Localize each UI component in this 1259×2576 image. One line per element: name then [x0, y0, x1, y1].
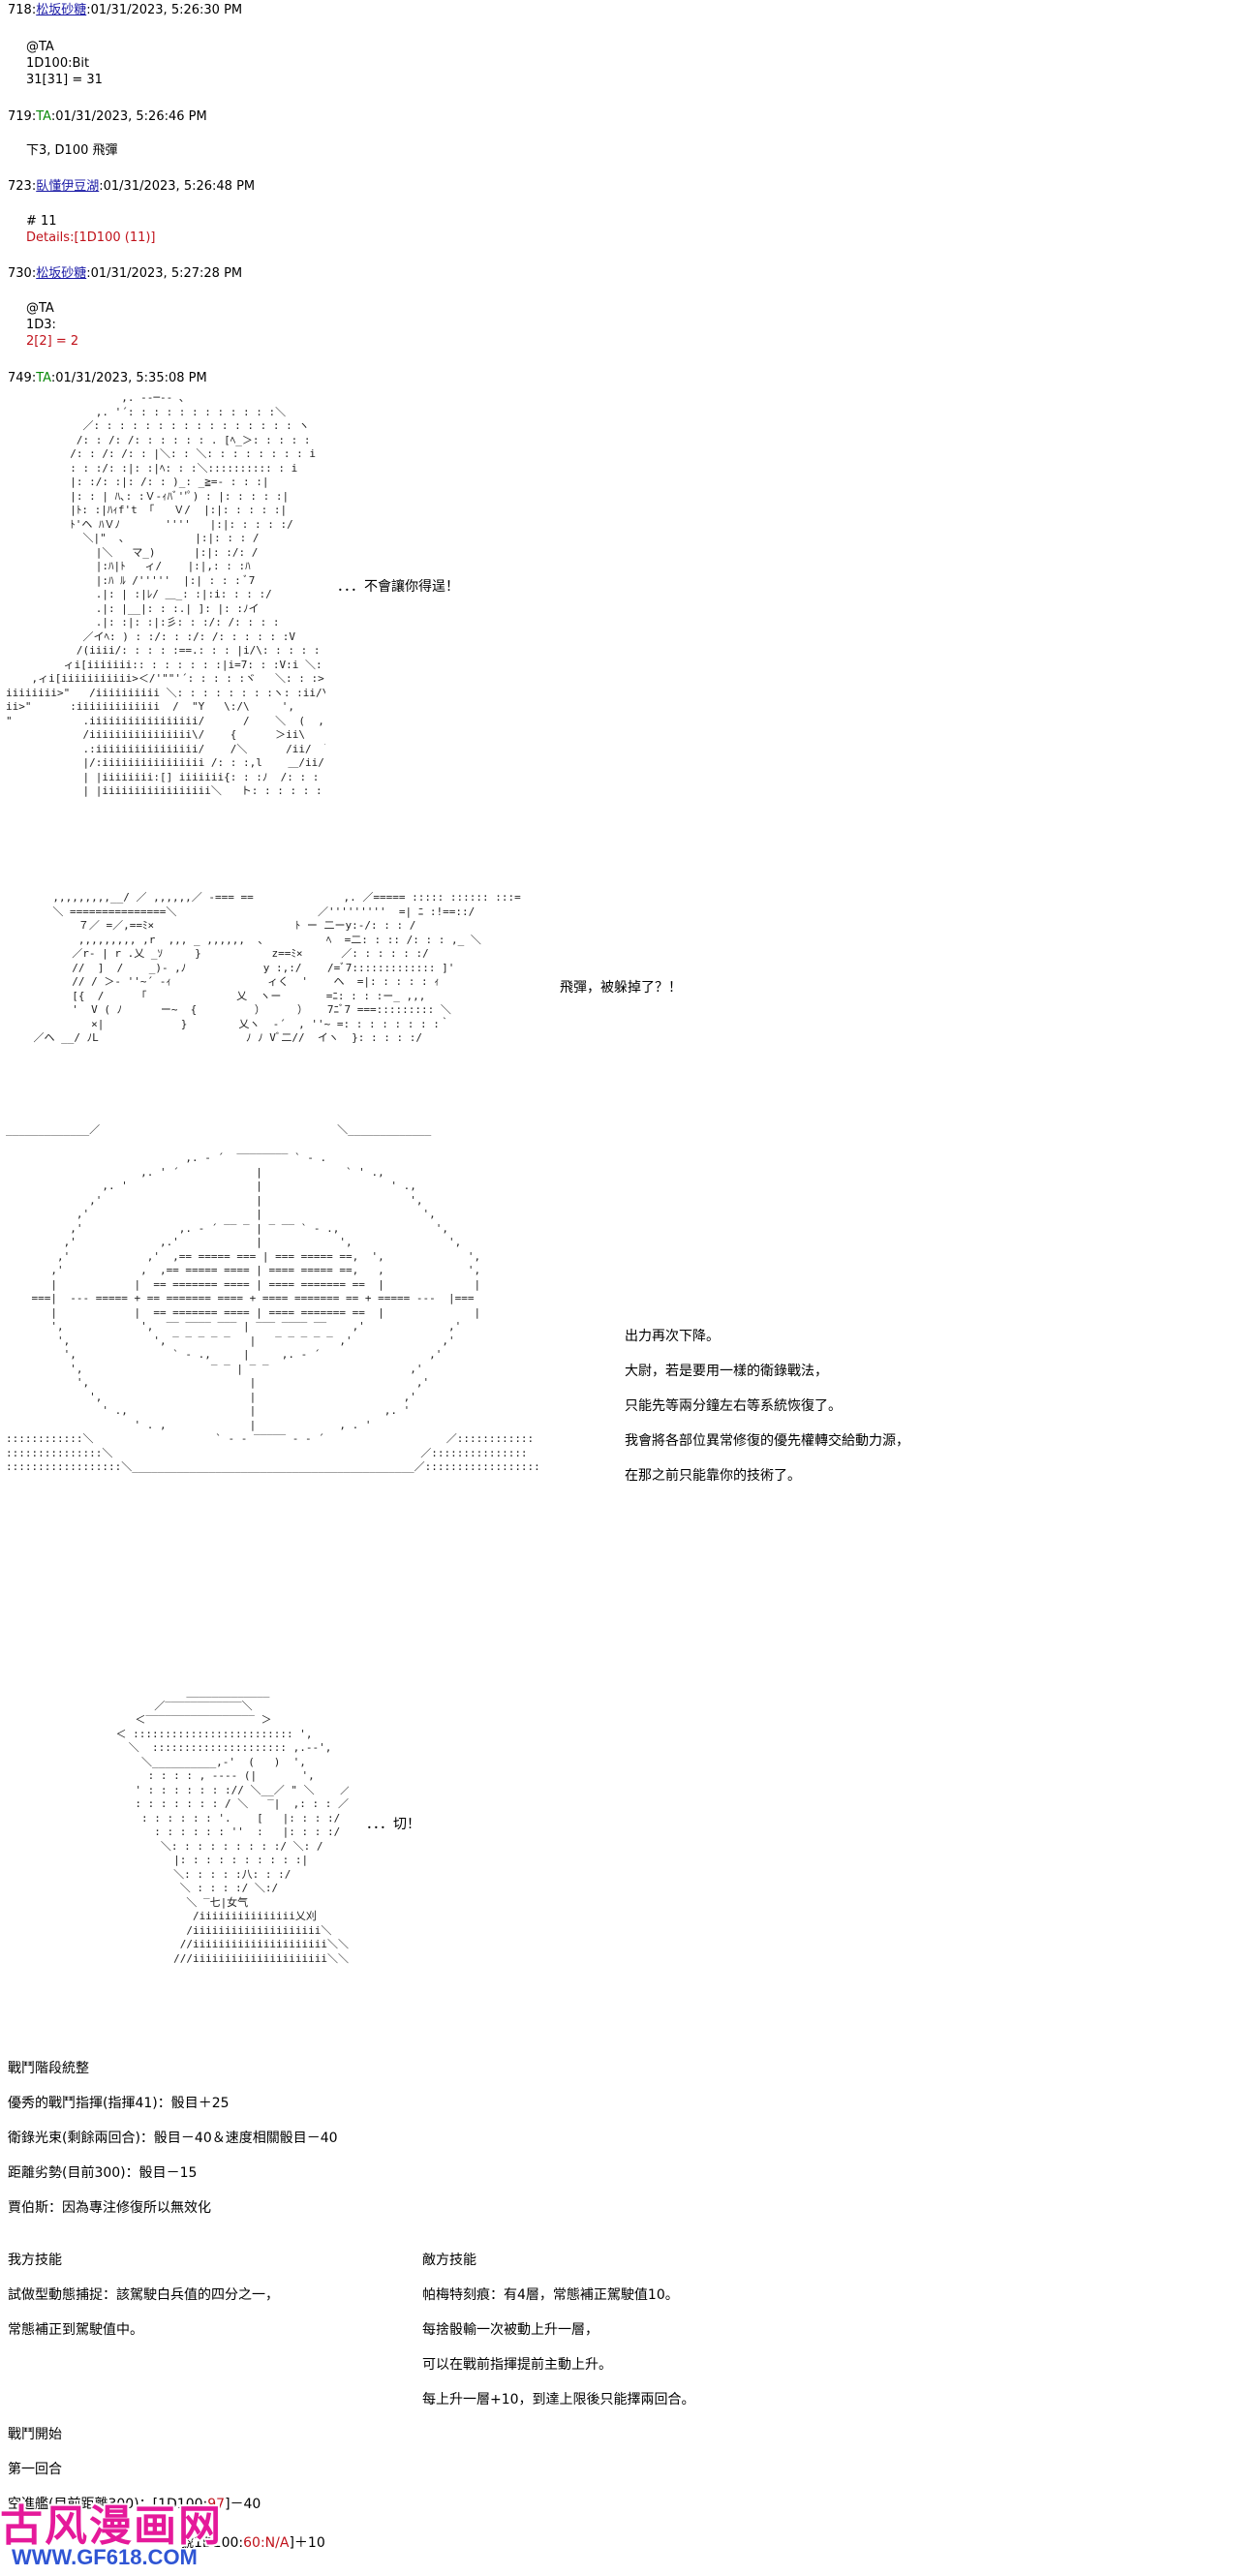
watermark-brand: 古风漫画网: [0, 2501, 223, 2551]
ascii-art-dodge-scene: ,,,,,,,,,__/ ／ ,,,,,,／ ‐=== == ,. ／=====…: [33, 891, 521, 1044]
dialogue-line: 飛彈，被躲掉了？！: [560, 980, 682, 996]
dialogue-line: ．．．切！: [366, 1817, 420, 1832]
post-header-749: 749:TA:01/31/2023, 5:35:08 PM: [8, 371, 207, 385]
post-header-719: 719:TA:01/31/2023, 5:26:46 PM: [8, 109, 207, 124]
battle-start: 戰鬥開始 第一回合 空進艦(目前距離300)：[1D100:97]－40: [8, 2417, 261, 2522]
battle-summary: 戰鬥階段統整 優秀的戰鬥指揮(指揮41)：骰目＋25 衛錄光束(剩餘兩回合)：骰…: [8, 2061, 338, 2216]
dialogue-block: 出力再次下降。 大尉，若是要用一樣的衛錄戰法， 只能先等兩分鐘左右等系統恢復了。…: [625, 1329, 909, 1484]
poster-name[interactable]: TA: [36, 371, 51, 385]
dialogue-line: ．．．不會讓你得逞！: [337, 579, 459, 595]
roll-line-1: 空進艦(目前距離300)：[1D100:97]－40: [8, 2497, 261, 2512]
post-header-718: 718:松坂砂糖:01/31/2023, 5:26:30 PM: [8, 3, 243, 17]
ascii-art-character-2: _____________ ／‾‾‾‾‾‾‾‾‾‾‾‾＼ ＜‾‾‾‾‾‾‾‾‾‾…: [115, 1685, 349, 1965]
poster-name-link[interactable]: 臥懂伊豆湖: [36, 179, 100, 194]
post-body-719: 下3, D100 飛彈: [26, 143, 118, 158]
ascii-art-character-1: ,. -‐─‐- 、 ,. '´: : : : : : : : : : : :＼…: [6, 391, 325, 797]
ascii-art-targeting-scope: _____________／ ＼_____________ ,. - ´ ‾‾‾…: [6, 1123, 540, 1473]
post-body-730: @TA 1D3: 2[2] = 2: [26, 301, 79, 349]
ally-skills: 我方技能 試做型動態捕捉：該駕駛白兵值的四分之一， 常態補正到駕駛值中。: [8, 2253, 279, 2338]
watermark-url: WWW.GF618.COM: [12, 2545, 198, 2569]
poster-name-link[interactable]: 松坂砂糖: [36, 266, 87, 281]
roll-line-2: 號1D100:60:N/A]＋10: [180, 2535, 325, 2551]
poster-name-link[interactable]: 松坂砂糖: [36, 3, 87, 17]
post-header-730: 730:松坂砂糖:01/31/2023, 5:27:28 PM: [8, 266, 243, 281]
poster-name[interactable]: TA: [36, 109, 51, 124]
post-header-723: 723:臥懂伊豆湖:01/31/2023, 5:26:48 PM: [8, 179, 256, 194]
enemy-skills: 敵方技能 帕梅特刻痕：有4層，常態補正駕駛值10。 每捨骰輸一次被動上升一層， …: [422, 2253, 695, 2407]
post-body-718: @TA 1D100:Bit 31[31] = 31: [26, 40, 103, 87]
post-body-723: # 11 Details:[1D100 (11)]: [26, 214, 156, 245]
